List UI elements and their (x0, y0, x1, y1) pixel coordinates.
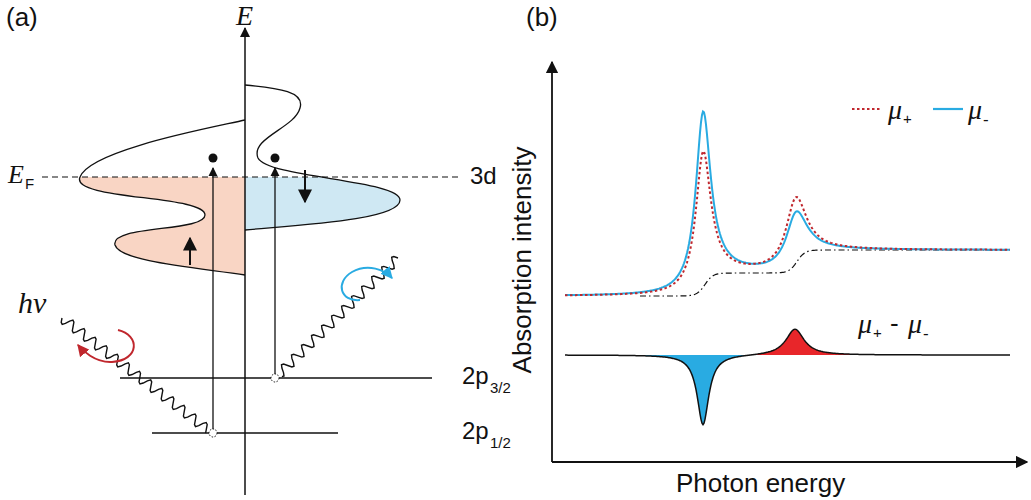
spin-down-filled (245, 177, 400, 230)
transition-arrow (274, 168, 275, 374)
edge-step (640, 250, 1010, 296)
positive-dichroism (565, 329, 1010, 355)
subscript: + (873, 325, 882, 340)
circular-polarization-left (78, 330, 134, 362)
panel-label: (a) (6, 4, 38, 30)
photon-wave (61, 318, 207, 433)
negative-dichroism (565, 355, 1010, 425)
excited-electron (209, 154, 218, 163)
subscript: - (923, 325, 929, 342)
difference-symbol: - (890, 310, 899, 336)
subscript: 3/2 (490, 380, 511, 395)
excited-electron (271, 154, 280, 163)
axis-label: E (236, 2, 253, 30)
photon-wave (282, 257, 399, 377)
band-label: 3d (470, 164, 497, 188)
mu-minus-sample (933, 108, 963, 110)
axis-label: Absorption intensity (509, 147, 535, 374)
fermi-level (42, 176, 462, 177)
fermi-label: E (8, 162, 24, 188)
x-axis (552, 461, 1027, 463)
energy-axis (244, 28, 246, 495)
subscript: - (983, 111, 989, 128)
spin-down-dos (245, 85, 400, 230)
subscript: + (903, 111, 912, 126)
level-label: 2p (462, 364, 489, 388)
panel-label: (b) (526, 4, 558, 30)
legend-symbol: μ (888, 96, 902, 124)
y-axis (551, 62, 553, 462)
subscript: 1/2 (490, 435, 511, 450)
difference-symbol: μ (858, 310, 872, 338)
mu-plus-curve (565, 151, 1010, 295)
xmcd-curve (565, 329, 1010, 424)
circular-polarization-right (342, 268, 392, 300)
transition-arrow (212, 168, 213, 429)
core-hole (271, 374, 279, 382)
photon-label: hν (18, 288, 46, 318)
spin-down-arrow (304, 170, 306, 202)
spin-up-arrow (189, 238, 191, 265)
axis-label: Photon energy (676, 470, 845, 496)
level-label: 2p (462, 419, 489, 443)
spin-up-filled (79, 177, 245, 275)
mu-minus-curve (565, 111, 1010, 295)
mu-plus-sample (852, 108, 882, 110)
core-level-2p12 (152, 432, 338, 433)
spin-up-dos (79, 120, 245, 275)
difference-symbol: μ (908, 310, 922, 338)
legend-symbol: μ (968, 96, 982, 124)
subscript: F (25, 176, 34, 191)
core-hole (209, 429, 217, 437)
